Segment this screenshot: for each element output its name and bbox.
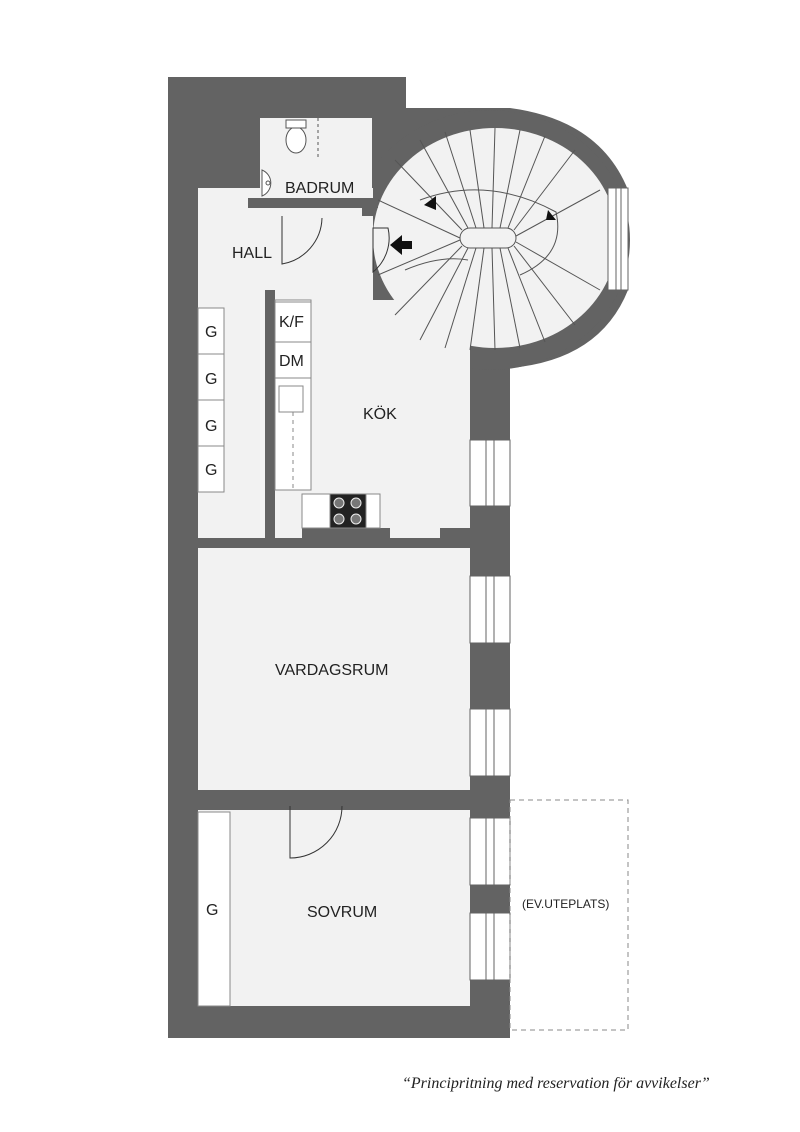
wardrobe-label: G [205,324,217,341]
room-label-uteplats: (EV.UTEPLATS) [522,897,609,911]
wardrobe-label: G [205,462,217,479]
kitchen-bottom-wall-right [438,538,472,548]
sovrum-floor [198,810,470,1006]
window [469,439,511,507]
hall-door [281,216,323,265]
fixture-label-kf: K/F [279,314,304,331]
disclaimer-caption: “Principritning med reservation för avvi… [402,1075,710,1092]
window [469,708,511,777]
fixture-label-dm: DM [279,353,304,370]
room-label-kok: KÖK [363,405,397,423]
right-wall-pier-2 [470,643,510,709]
room-label-vardagsrum: VARDAGSRUM [275,662,389,679]
window [469,817,511,886]
hall-right-wall [362,198,374,216]
room-label-badrum: BADRUM [285,180,354,197]
badrum-floor [260,118,372,198]
dm-box [274,341,312,379]
room-label-sovrum: SOVRUM [307,904,377,921]
toilet [285,126,307,154]
stair-core [459,227,517,249]
kitchen-divider [265,290,275,540]
wardrobe-label: G [205,418,217,435]
staircase [377,127,601,351]
sink [278,385,304,413]
vardag-bottom-wall [198,790,276,806]
kf-box [274,301,312,343]
sovrum-door [289,805,343,859]
entry-arrow-icon [390,235,412,255]
vardagsrum-floor [198,548,470,790]
wardrobe-label: G [206,902,218,919]
window [469,912,511,981]
right-wall-pier-4 [470,885,510,913]
bathroom-fixtures [261,118,319,197]
kitchen-bottom-wall-left [198,538,388,548]
wardrobe-label: G [205,371,217,388]
windows [469,187,629,981]
arrow-icon [424,196,436,210]
stair-window [607,187,629,291]
wardrobe [197,445,225,493]
stair-arrows [390,196,556,255]
badrum-lower-wall [248,198,378,208]
right-wall-pier-3 [470,776,510,818]
entry-door [372,227,390,274]
window [469,575,511,644]
wardrobes [197,307,231,1007]
kitchen-counter [274,299,381,529]
doors [281,216,390,859]
sovrum-wardrobe [197,811,231,1007]
interior-walls [198,198,510,913]
uteplats-area [509,799,629,1031]
toilet-tank [285,119,307,129]
arrow-icon [546,210,556,220]
wardrobe [197,399,225,447]
window-mullions [485,188,622,980]
stove-burners [333,497,362,525]
vardag-bottom-wall-right [342,794,472,806]
room-label-hall: HALL [232,245,272,262]
right-wall-pier-1 [470,506,510,576]
